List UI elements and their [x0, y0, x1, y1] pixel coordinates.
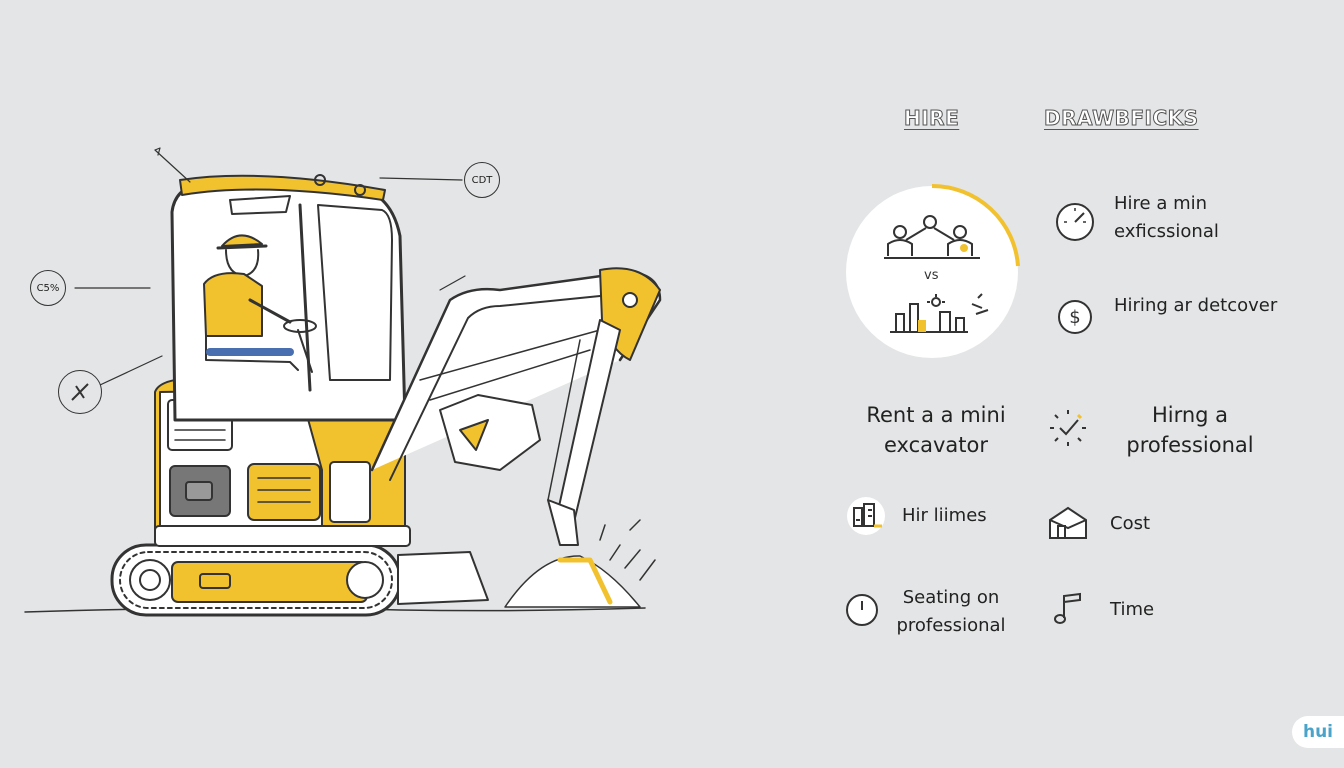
stopwatch-icon: [1056, 203, 1094, 241]
header-drawbacks: DRAWBFICKS: [1044, 106, 1199, 131]
vs-label: vs: [924, 268, 939, 283]
no-tool-icon: [71, 383, 89, 401]
mini-excavator-illustration: [24, 147, 662, 617]
item-seating-professional: Seating on professional: [896, 587, 1006, 636]
vs-comparison-circle: vs: [846, 183, 1020, 358]
callout-left: C5%: [30, 270, 66, 306]
item-cost: Cost: [1110, 513, 1151, 534]
callout-no-tool: [58, 370, 102, 414]
item-rent-excavator: Rent a a mini excavator: [866, 403, 1006, 457]
item-time: Time: [1110, 599, 1155, 620]
people-icon: [884, 215, 980, 259]
callout-top-right: CDT: [464, 162, 500, 198]
city-icon: [890, 293, 989, 333]
svg-text:$: $: [1069, 307, 1080, 328]
progress-arc: [931, 183, 1020, 267]
item-hiring-discover: Hiring ar detcover: [1114, 295, 1278, 316]
music-note-icon: [1054, 592, 1081, 624]
clock-icon: [846, 594, 878, 626]
header-hire: HIRE: [903, 106, 960, 131]
dollar-icon: $: [1058, 300, 1092, 334]
brand-logo: hui: [1292, 716, 1344, 748]
document-icon: [847, 497, 885, 535]
item-hire-min: Hire a min exficssional: [1114, 193, 1219, 242]
house-icon: [1049, 506, 1087, 539]
checkmark-burst-icon: [1050, 410, 1086, 446]
item-hiring-professional: Hirng a professional: [1126, 403, 1254, 457]
item-hire-times: Hir liimes: [902, 505, 987, 526]
